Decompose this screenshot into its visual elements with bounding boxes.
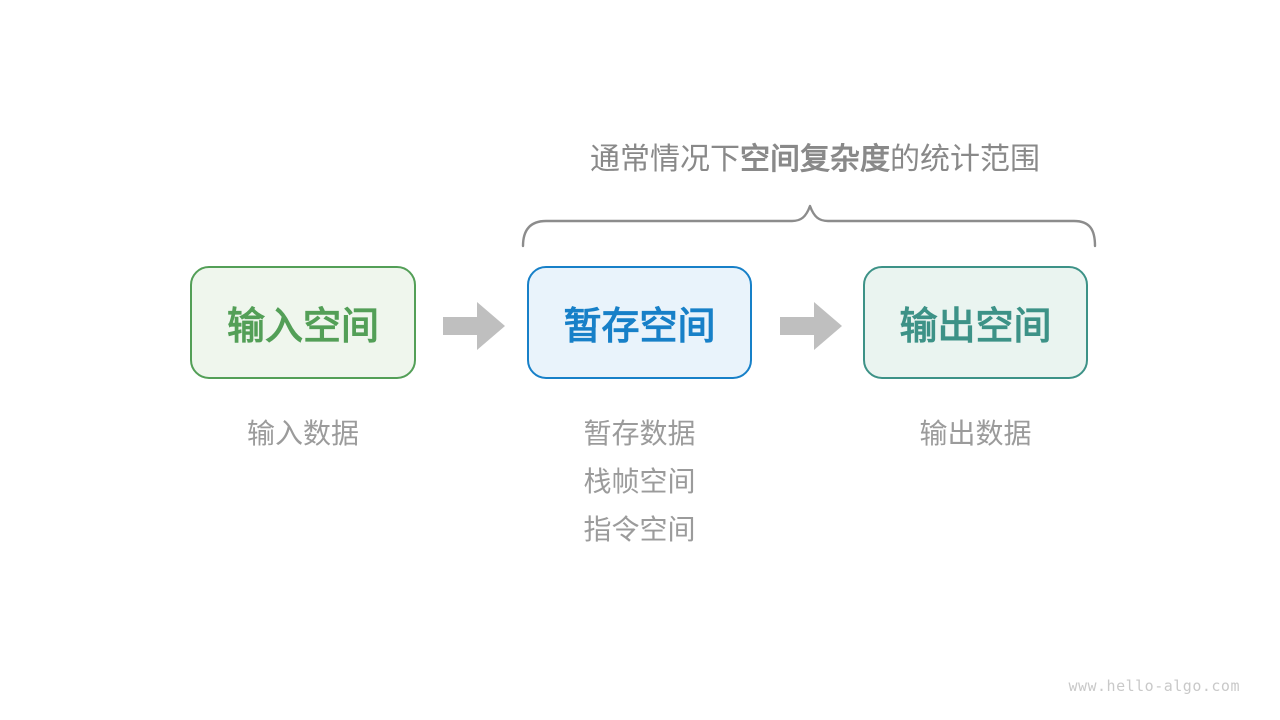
title-suffix: 的统计范围: [890, 143, 1040, 176]
curly-brace-icon: [521, 204, 1097, 248]
annotation-line: 指令空间: [583, 514, 696, 545]
annotation-line: 栈帧空间: [583, 466, 696, 497]
title-emphasis: 空间复杂度: [740, 143, 890, 176]
title-prefix: 通常情况下: [590, 143, 740, 176]
annotation-line: 输入数据: [246, 418, 359, 449]
annotation-output-data: 输出数据: [863, 410, 1088, 458]
box-output-space: 输出空间: [863, 266, 1088, 379]
annotation-line: 输出数据: [919, 418, 1032, 449]
annotation-input-data: 输入数据: [190, 410, 416, 458]
arrow-right-icon: [443, 302, 505, 350]
arrow-right-shape: [443, 302, 505, 350]
annotation-temporary-data: 暂存数据 栈帧空间 指令空间: [527, 410, 752, 554]
watermark: www.hello-algo.com: [1068, 677, 1240, 695]
annotation-line: 暂存数据: [583, 418, 696, 449]
box-input-space-label: 输入空间: [226, 306, 379, 348]
arrow-right-icon: [780, 302, 842, 350]
arrow-right-shape: [780, 302, 842, 350]
curly-brace-path: [521, 204, 1097, 248]
diagram-title: 通常情况下空间复杂度的统计范围: [520, 143, 1110, 177]
box-input-space: 输入空间: [190, 266, 416, 379]
box-temporary-space: 暂存空间: [527, 266, 752, 379]
box-output-space-label: 输出空间: [899, 306, 1052, 348]
box-temporary-space-label: 暂存空间: [563, 306, 716, 348]
